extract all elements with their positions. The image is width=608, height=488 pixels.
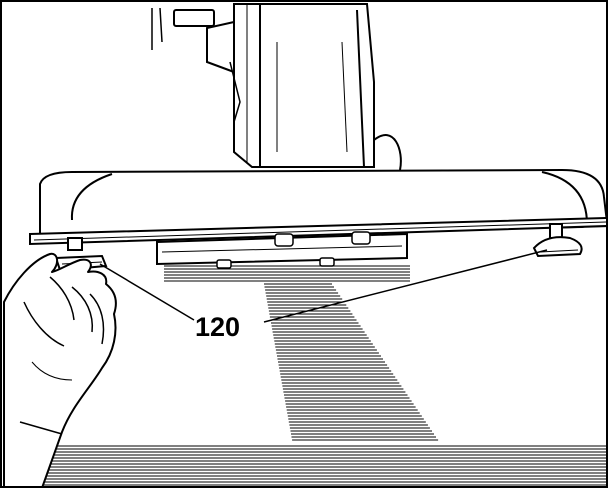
column-arm bbox=[206, 21, 235, 73]
left-foot-stem bbox=[67, 237, 83, 251]
machine-column bbox=[151, 3, 402, 171]
column-handle-rod bbox=[151, 7, 163, 50]
hand-crease bbox=[31, 361, 73, 381]
right-foot-pad bbox=[532, 236, 583, 258]
column-rib-2 bbox=[341, 41, 348, 153]
callout-label: 120 bbox=[195, 312, 240, 342]
base-front-edge-highlight bbox=[33, 221, 606, 241]
floor-hatch-top bbox=[164, 265, 410, 282]
machine-base bbox=[29, 168, 606, 269]
floor-shading bbox=[26, 265, 606, 486]
leader-line-left bbox=[99, 263, 195, 321]
left-adjustable-foot bbox=[54, 237, 108, 272]
base-bolt-4 bbox=[319, 257, 335, 267]
column-inner-panel bbox=[259, 4, 365, 168]
base-bolt-2 bbox=[351, 231, 371, 245]
floor-hatch-bottom bbox=[26, 445, 606, 486]
hand-finger-3 bbox=[89, 293, 105, 345]
base-under-bed-line bbox=[161, 245, 403, 253]
right-foot-pad-line bbox=[539, 249, 579, 253]
hand-finger-1 bbox=[49, 276, 75, 321]
base-bolt-3 bbox=[216, 259, 232, 269]
callout-leaders bbox=[99, 249, 548, 323]
base-top-right-bevel bbox=[541, 171, 588, 225]
base-top-surface bbox=[39, 168, 606, 237]
base-top-left-bevel bbox=[70, 173, 113, 221]
column-body bbox=[233, 3, 375, 168]
hand-finger-2 bbox=[71, 286, 94, 333]
column-cable bbox=[373, 134, 402, 171]
base-bolt-1 bbox=[274, 233, 294, 247]
right-foot-stem bbox=[549, 223, 563, 239]
column-bracket bbox=[229, 61, 241, 123]
hand-cuff bbox=[19, 421, 63, 435]
column-handle bbox=[173, 9, 215, 27]
adjustable-foot-icon bbox=[532, 223, 583, 258]
floor-hatch-beam bbox=[264, 283, 439, 441]
hand-palm bbox=[3, 252, 117, 486]
hand-thumb bbox=[23, 301, 65, 347]
hand-icon bbox=[3, 252, 117, 486]
leader-line-right bbox=[263, 249, 548, 323]
